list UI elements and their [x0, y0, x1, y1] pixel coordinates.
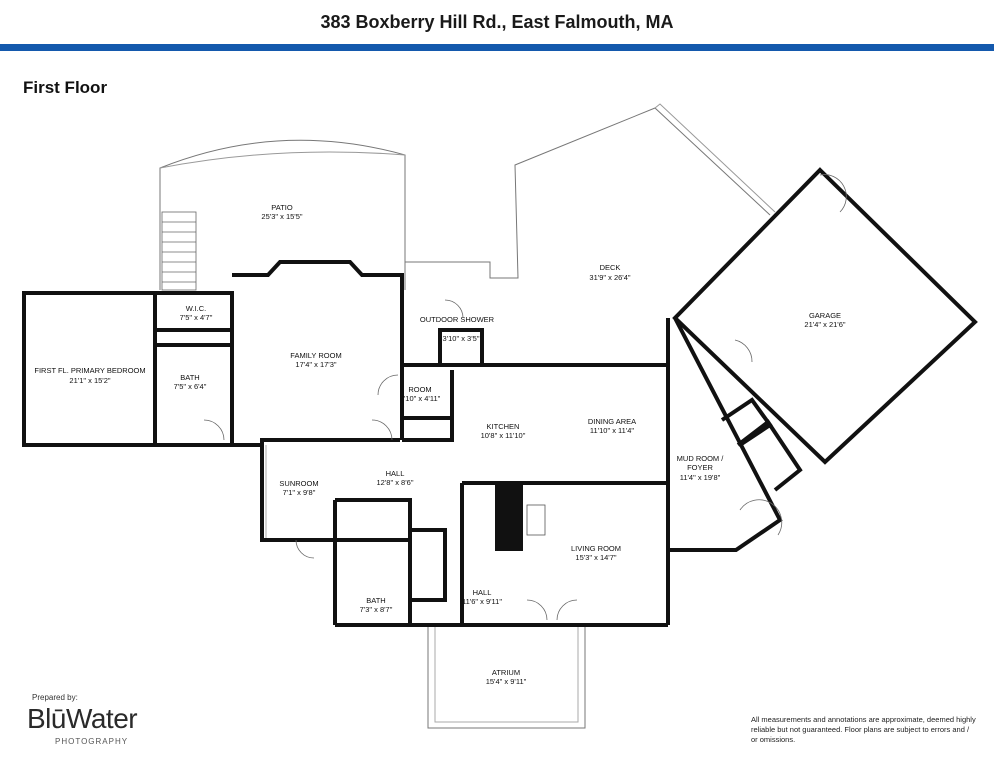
walls: [22, 167, 978, 627]
room-dims-patio: 25'3" x 15'5": [261, 212, 302, 221]
room-dims-atrium: 15'4" x 9'11": [486, 677, 527, 686]
door-swings: [203, 174, 847, 621]
room-name-mud-room-line2: FOYER: [687, 463, 713, 472]
brand-logo: BlūWater: [27, 703, 138, 734]
room-dims-outdoor-shower: 3'10" x 3'5": [443, 334, 480, 343]
room-name-hall-2: HALL: [473, 588, 492, 597]
room-dims-wic: 7'5" x 4'7": [180, 313, 213, 322]
room-name-family-room: FAMILY ROOM: [290, 351, 341, 360]
room-dims-deck: 31'9" x 26'4": [589, 273, 630, 282]
disclaimer: All measurements and annotations are app…: [751, 715, 976, 744]
room-name-atrium: ATRIUM: [492, 668, 520, 677]
room-dims-family-room: 17'4" x 17'3": [295, 360, 336, 369]
room-name-living-room: LIVING ROOM: [571, 544, 621, 553]
room-name-sunroom: SUNROOM: [279, 479, 318, 488]
prepared-by-label: Prepared by:: [32, 693, 78, 702]
room-name-bath-2: BATH: [366, 596, 385, 605]
room-labels: PATIO 25'3" x 15'5" DECK 31'9" x 26'4" G…: [34, 203, 846, 686]
room-name-dining-area: DINING AREA: [588, 417, 636, 426]
room-dims-hall-1: 12'8" x 8'6": [377, 478, 414, 487]
room-dims-bath-2: 7'3" x 8'7": [360, 605, 393, 614]
room-name-bath-1: BATH: [180, 373, 199, 382]
floor-label: First Floor: [23, 78, 108, 97]
room-name-patio: PATIO: [271, 203, 293, 212]
room-name-kitchen: KITCHEN: [487, 422, 520, 431]
room-dims-dining-area: 11'10" x 11'4": [590, 426, 635, 435]
room-name-primary-bedroom: FIRST FL. PRIMARY BEDROOM: [34, 366, 145, 375]
room-dims-mud-room: 11'4" x 19'8": [680, 473, 721, 482]
room-name-garage: GARAGE: [809, 311, 841, 320]
room-name-hall-1: HALL: [386, 469, 405, 478]
patio-stairs: [161, 211, 197, 291]
room-name-room: ROOM: [408, 385, 431, 394]
room-dims-bath-1: 7'5" x 6'4": [174, 382, 207, 391]
room-dims-sunroom: 7'1" x 9'8": [283, 488, 316, 497]
room-dims-hall-2: 11'6" x 9'11": [462, 597, 502, 606]
room-name-deck: DECK: [600, 263, 621, 272]
room-name-mud-room-line1: MUD ROOM /: [677, 454, 725, 463]
room-dims-kitchen: 10'8" x 11'10": [481, 431, 526, 440]
page-title: 383 Boxberry Hill Rd., East Falmouth, MA: [320, 12, 674, 32]
title-rule: [0, 44, 994, 51]
room-dims-room: 7'10" x 4'11": [400, 394, 441, 403]
room-name-wic: W.I.C.: [186, 304, 206, 313]
room-dims-garage: 21'4" x 21'6": [804, 320, 845, 329]
brand-subtitle: PHOTOGRAPHY: [55, 737, 129, 746]
room-dims-primary-bedroom: 21'1" x 15'2": [69, 376, 110, 385]
room-dims-living-room: 15'3" x 14'7": [575, 553, 616, 562]
room-name-outdoor-shower: OUTDOOR SHOWER: [420, 315, 495, 324]
fireplace: [495, 483, 523, 551]
